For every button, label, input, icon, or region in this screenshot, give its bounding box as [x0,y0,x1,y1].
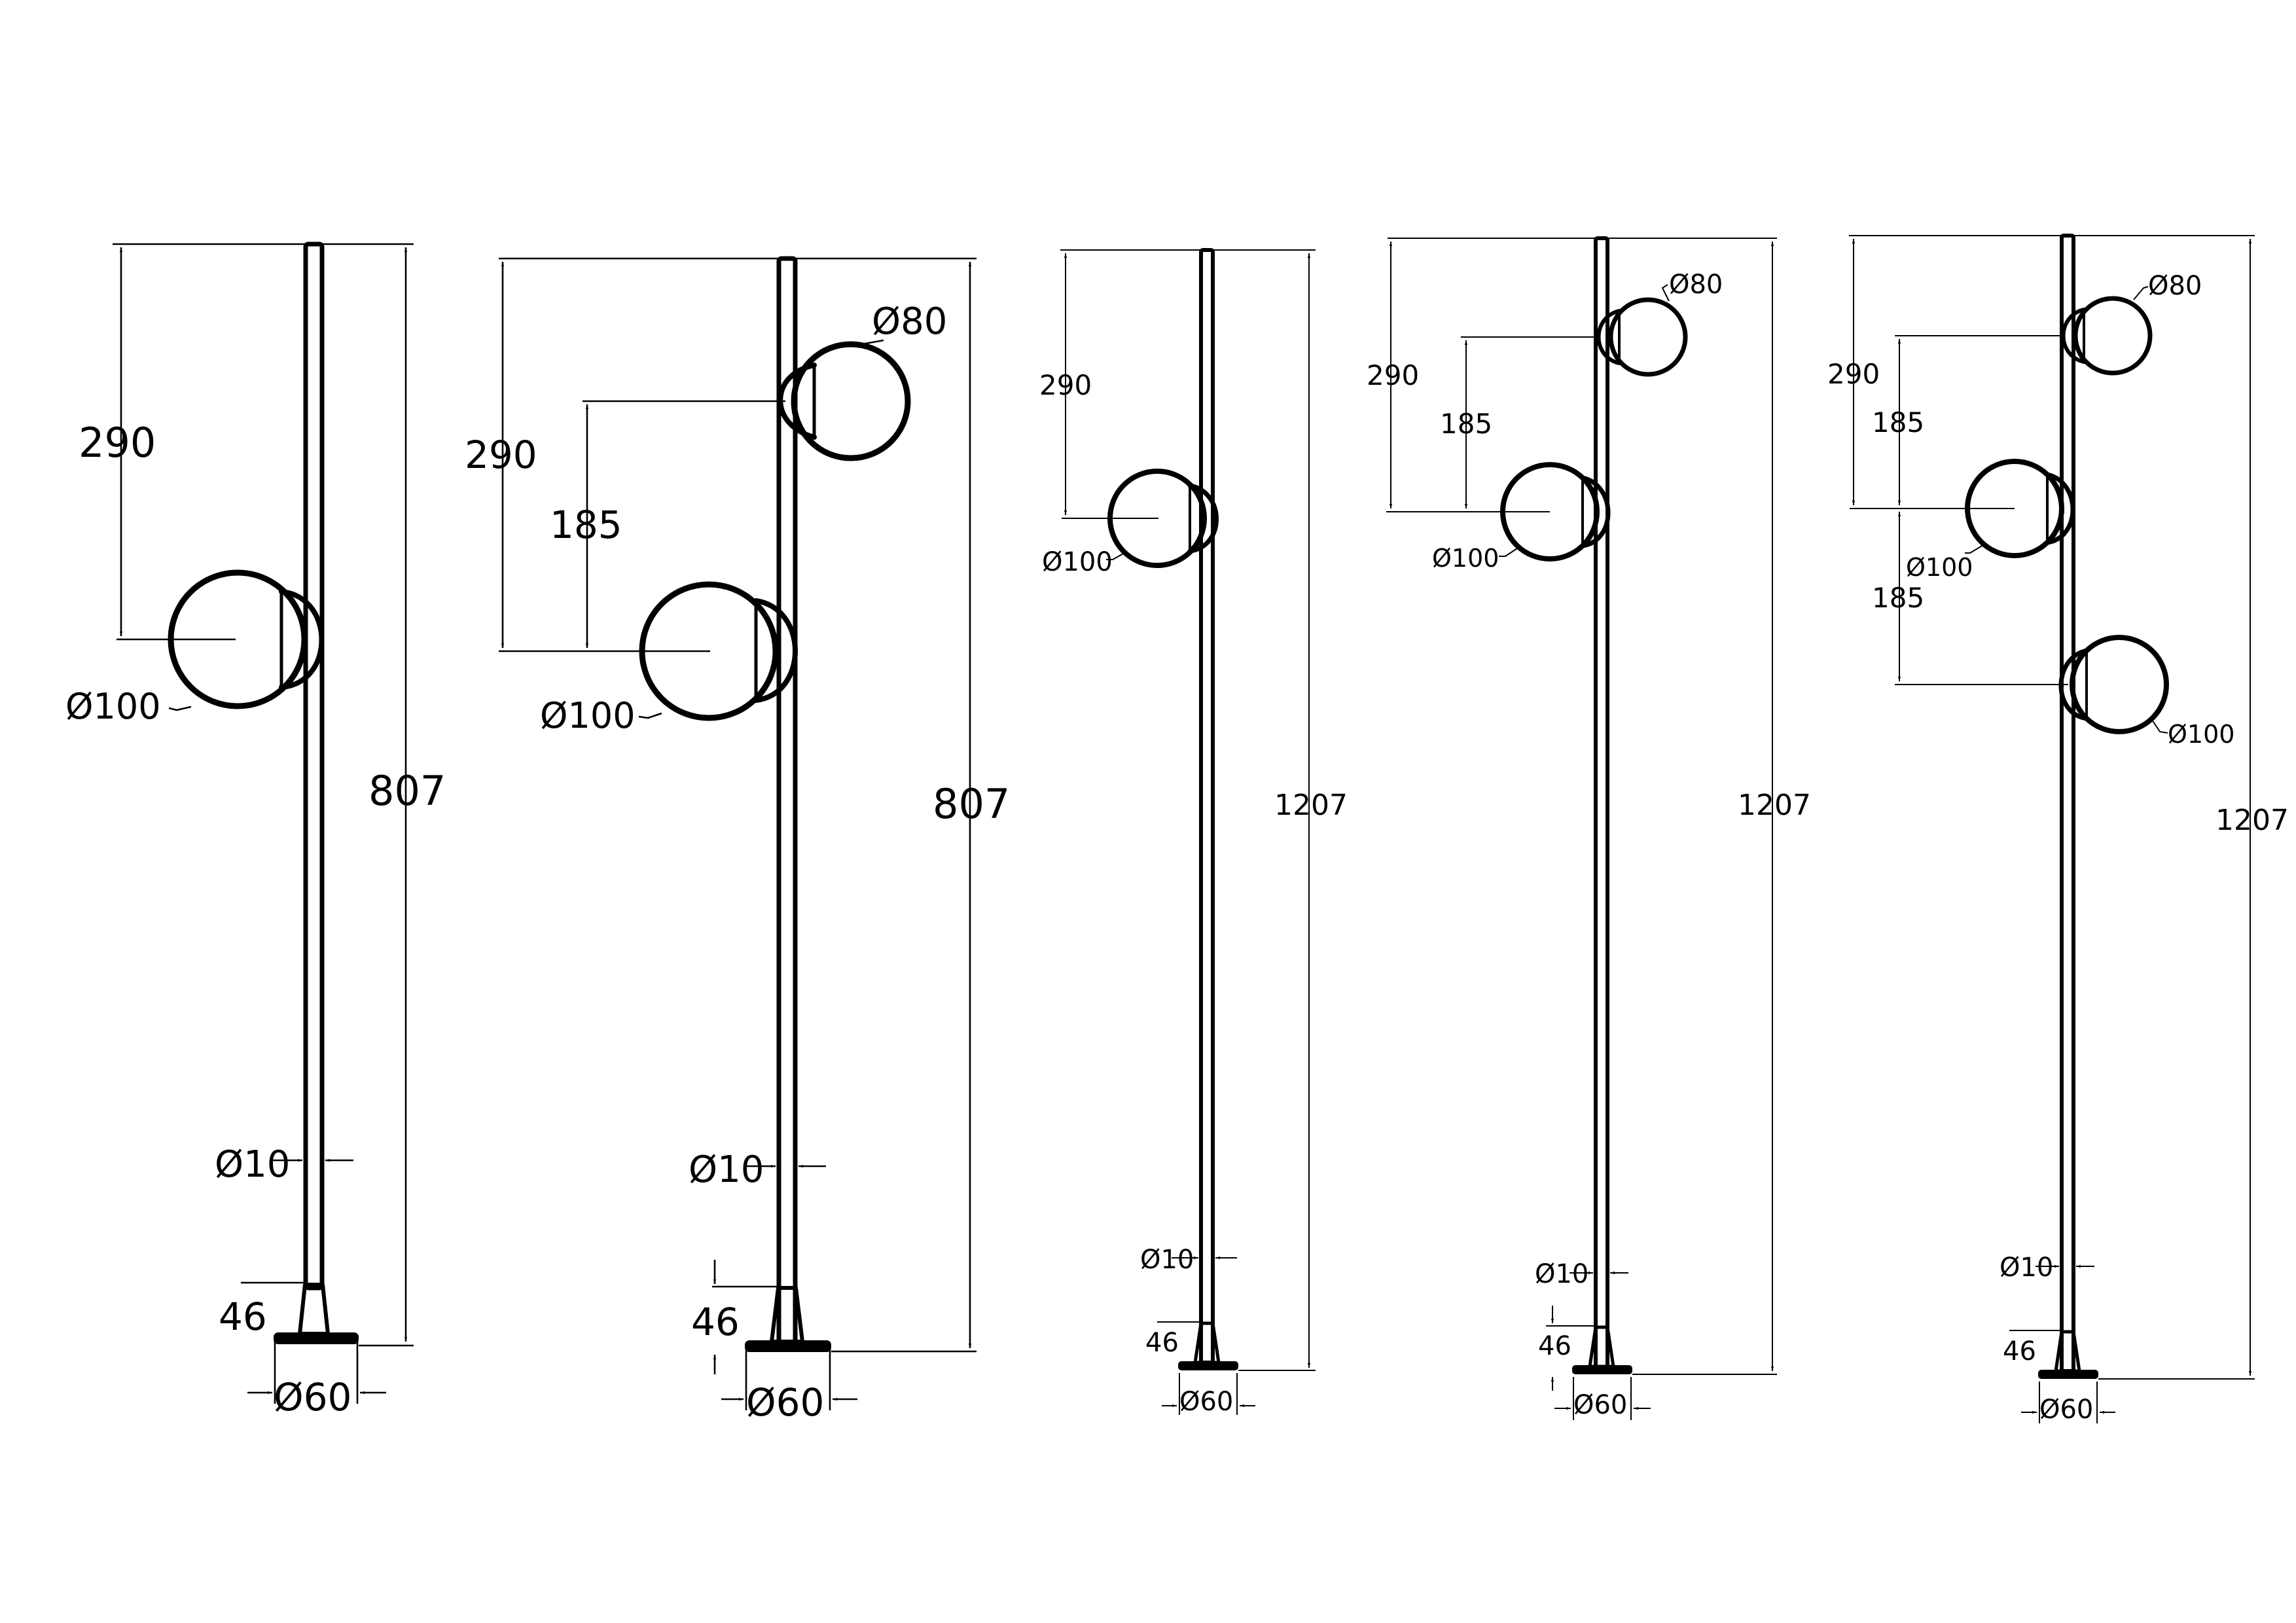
base-stem [2054,1330,2081,1373]
leader-globe-mid [1965,544,1984,554]
globe-large-cap [753,598,798,703]
globe-small [2073,296,2153,376]
label-globe-mid: Ø100 [1906,553,1973,582]
label-height: 1207 [1738,789,1811,822]
lamp-2: 290 185 Ø80 Ø100 807 Ø10 46 Ø60 [465,256,1010,1425]
label-290: 290 [79,419,156,467]
label-base: Ø60 [1179,1387,1233,1417]
label-rod: Ø10 [2000,1253,2053,1283]
label-globe-large: Ø100 [65,686,161,727]
label-290: 290 [465,433,537,477]
globe-small [1608,297,1688,377]
rod [303,241,325,1291]
label-rod: Ø10 [1535,1259,1588,1289]
label-base-height: 46 [1145,1328,1179,1358]
label-height: 807 [368,767,446,815]
label-base-height: 46 [219,1294,267,1339]
label-globe-small: Ø80 [872,300,947,343]
leader-globe-large [1499,548,1518,557]
label-base-height: 46 [2003,1336,2036,1366]
base-plate [745,1340,831,1352]
leader-globe-small [2133,286,2149,300]
label-rod: Ø10 [215,1143,290,1186]
globe-small [791,341,911,461]
lamp-1: 290 Ø100 807 Ø10 46 Ø60 [65,241,446,1419]
label-185-upper: 185 [1872,406,1924,438]
globe-mid-cap [2045,472,2075,545]
label-globe-bottom: Ø100 [2168,720,2234,749]
label-rod: Ø10 [1140,1245,1194,1275]
leader-globe-small [857,339,884,348]
label-290: 290 [1827,358,1880,390]
rod [2060,234,2075,1373]
label-globe-small: Ø80 [1669,270,1723,300]
globe-cap [1187,483,1219,554]
label-height: 1207 [1274,789,1348,822]
leader-globe [1106,552,1125,560]
label-globe-large: Ø100 [540,695,636,736]
label-290: 290 [1039,369,1092,401]
label-base: Ø60 [746,1380,824,1425]
base-stem [770,1286,804,1344]
label-base: Ø60 [274,1375,351,1419]
base-plate [1178,1361,1238,1370]
label-height: 1207 [2215,804,2289,837]
label-290: 290 [1367,359,1419,391]
label-base-height: 46 [691,1300,740,1344]
base-stem [1588,1325,1615,1368]
globe-bottom-cap [2058,648,2089,721]
label-globe-small: Ø80 [2148,271,2202,301]
lamp-4: 290 185 Ø80 Ø100 1207 Ø10 46 Ø60 [1367,236,1811,1420]
leader-globe [168,705,192,711]
leader-globe-small [1661,284,1670,302]
label-globe-large: Ø100 [1432,544,1499,573]
rod [1199,248,1215,1364]
label-185-lower: 185 [1872,582,1924,614]
lamp-5: 290 185 185 Ø80 Ø100 Ø100 1207 Ø10 46 Ø6… [1827,234,2289,1425]
base-plate [274,1332,359,1344]
rod [1594,236,1609,1369]
globe-small-cap [2061,308,2086,364]
label-base: Ø60 [1573,1390,1627,1420]
leader-globe-large [638,712,662,719]
label-185: 185 [1440,408,1492,440]
lamp-3: 290 Ø100 1207 Ø10 46 Ø60 [1039,248,1348,1417]
base-plate [2038,1370,2098,1379]
base-plate [1572,1365,1632,1374]
label-rod: Ø10 [689,1149,764,1191]
globe-large-cap [1580,475,1611,548]
label-185: 185 [550,503,622,547]
base-stem [298,1283,330,1336]
globe-small-cap [778,363,817,440]
leader-globe-bottom [2151,719,2168,734]
label-base-height: 46 [1538,1331,1571,1361]
globe-small-cap [1596,309,1621,365]
globe-cap [279,589,325,690]
label-base: Ø60 [2039,1395,2093,1425]
globe-bottom [2070,635,2169,734]
label-globe-large: Ø100 [1042,547,1113,577]
label-height: 807 [933,780,1010,828]
base-stem [1193,1321,1221,1364]
